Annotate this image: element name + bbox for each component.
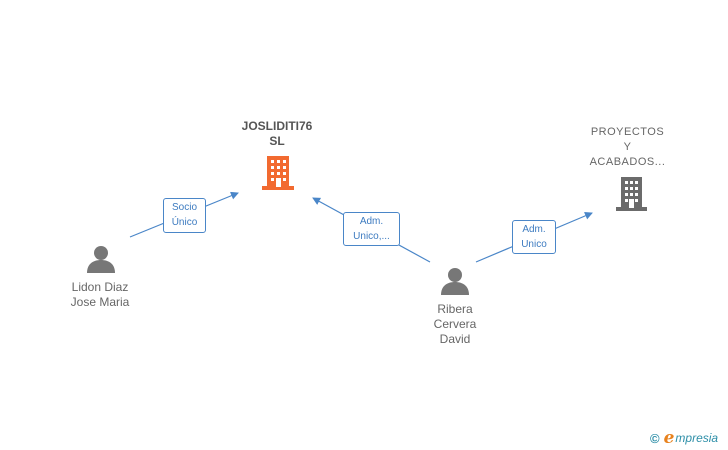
person-icon[interactable] (87, 246, 115, 273)
person-icon[interactable] (441, 268, 469, 295)
edge-label-adm-unico-side: Adm. Unico (512, 220, 556, 254)
building-icon[interactable] (262, 156, 294, 190)
edge-label-adm-unico-main: Adm. Unico,... (343, 212, 400, 246)
copyright-symbol: © (650, 430, 660, 446)
edge-label-socio-unico: Socio Único (163, 198, 206, 233)
person-name-lidon[interactable]: Lidon Diaz Jose Maria (70, 280, 130, 309)
brand-logo-text: mpresia (675, 431, 719, 445)
brand-logo-initial: e (663, 428, 675, 448)
company-name-proyectos[interactable]: PROYECTOS Y ACABADOS... (589, 126, 666, 168)
company-name-joslidi[interactable]: JOSLIDITI76 SL (241, 119, 313, 148)
brand-footer[interactable]: © e mpresia (650, 428, 718, 448)
building-icon[interactable] (616, 177, 647, 211)
person-name-ribera[interactable]: Ribera Cervera David (433, 302, 477, 346)
